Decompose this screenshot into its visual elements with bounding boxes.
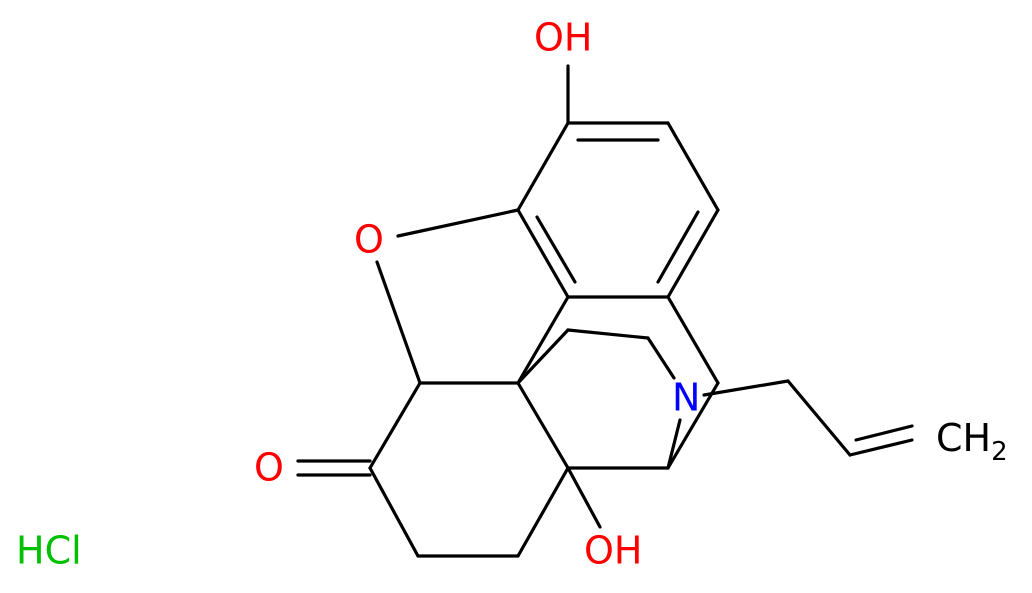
bond-ar3-ar4 (666, 208, 720, 299)
bond-n-allyl (702, 379, 790, 397)
bond-ch-ch2-double (854, 424, 914, 442)
bond-c14-c13 (516, 381, 570, 470)
bond-c9-c10 (666, 381, 720, 470)
atom-label-ch2-main: CH (936, 416, 991, 460)
salt-label-hcl: HCl (16, 529, 82, 573)
atom-labels: OH O O N OH CH2 HCl (16, 16, 1008, 573)
bond-ar6-o (396, 208, 520, 238)
atom-label-ring-oxygen: O (354, 218, 384, 262)
atom-label-ch2-subscript: 2 (991, 437, 1008, 467)
bond-c16-n (646, 336, 676, 380)
bond-c15-c16 (566, 328, 650, 340)
bond-ar5-ar6 (516, 208, 570, 299)
bond-ar5-ar6-inner (535, 215, 577, 284)
bond-c6-c7 (368, 466, 420, 558)
bond-ar3-ar4-inner (656, 210, 700, 284)
bond-ar6-ar1 (516, 121, 570, 212)
atom-label-ch2: CH2 (936, 416, 1008, 467)
bond-c10-ar4 (666, 295, 720, 385)
bond-c8-c14 (516, 466, 570, 558)
bond-c5-c6 (368, 381, 422, 470)
bond-c13-c15 (516, 328, 570, 385)
atom-label-ketone-oxygen: O (254, 446, 284, 490)
bond-o-c5 (375, 260, 422, 385)
bond-c13-ar5 (516, 295, 570, 385)
atom-label-nitrogen: N (672, 376, 700, 420)
atom-label-oh-top: OH (534, 16, 592, 60)
bond-c9-n (666, 418, 682, 470)
bonds (296, 64, 914, 558)
bond-c14-oh (566, 466, 602, 529)
bond-allyl-ch (786, 379, 852, 457)
atom-label-oh-bottom: OH (584, 529, 642, 573)
bond-ar2-ar3 (666, 121, 720, 212)
bond-ch-ch2 (848, 438, 914, 457)
